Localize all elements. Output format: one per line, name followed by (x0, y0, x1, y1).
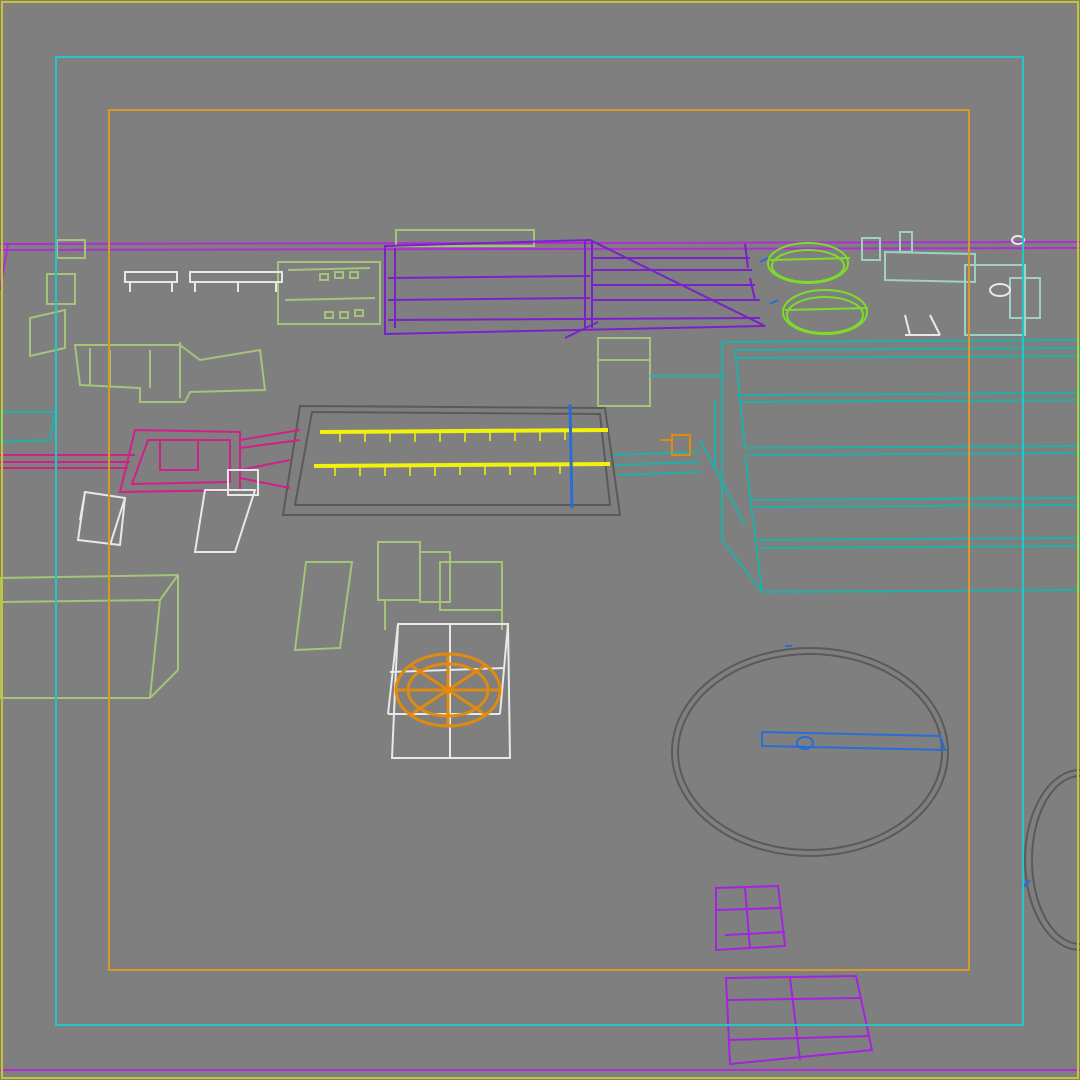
top-pipeline[interactable] (0, 241, 1080, 1071)
circular-clarifier[interactable] (671, 647, 949, 857)
white-fittings-right (904, 235, 1025, 336)
clarifier-bridge (761, 645, 947, 752)
control-buildings-left[interactable] (29, 229, 535, 403)
blue-valves (759, 257, 779, 305)
green-clarifiers[interactable] (767, 242, 869, 335)
white-screens[interactable] (76, 469, 259, 553)
white-benches (124, 271, 283, 292)
green-blocks-center[interactable] (0, 541, 503, 699)
center-control-box[interactable] (597, 337, 651, 407)
left-teal-box (0, 411, 57, 444)
purple-structures-bottom[interactable] (715, 884, 874, 1066)
small-pump (660, 434, 691, 456)
orange-wheel (394, 652, 502, 728)
purple-tanks[interactable] (384, 238, 766, 339)
white-frame-wheel-housing[interactable] (387, 623, 512, 759)
pump-house-right[interactable] (861, 231, 1041, 336)
grit-chamber[interactable] (281, 404, 622, 516)
teal-aeration-basins[interactable] (611, 338, 1080, 594)
yellow-scraper-teeth (334, 430, 566, 476)
blue-gate (568, 403, 574, 509)
right-partial-clarifier (1024, 769, 1080, 951)
